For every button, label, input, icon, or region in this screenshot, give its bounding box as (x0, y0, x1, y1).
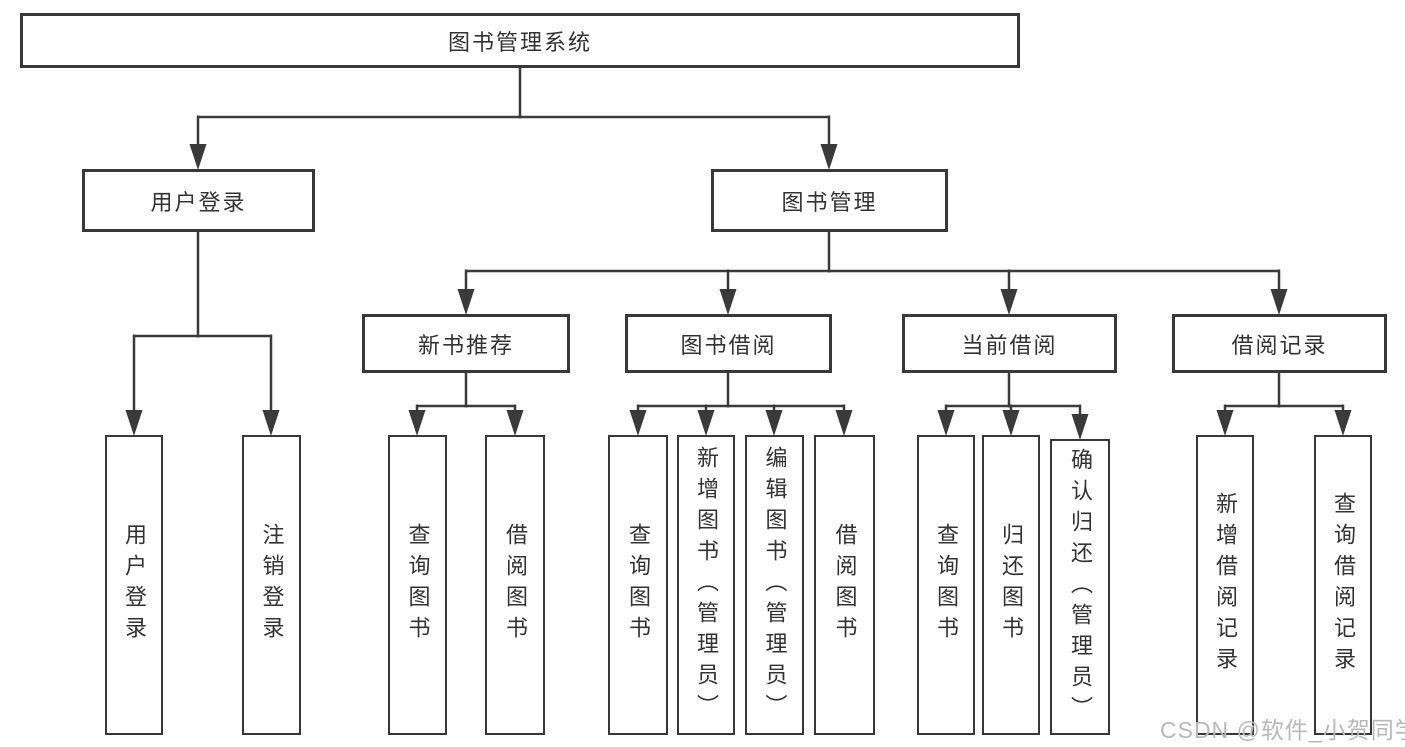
arrowhead-down-icon (835, 410, 853, 436)
leaf-logout: 注销登录 (242, 435, 301, 735)
arrowhead-down-icon (1002, 410, 1020, 436)
arrowhead-down-icon (937, 410, 955, 436)
leaf-recommend-borrow-books: 借阅图书 (485, 435, 545, 735)
arrowhead-down-icon (125, 410, 143, 436)
node-user-login: 用户登录 (82, 169, 315, 232)
arrowhead-down-icon (1216, 410, 1234, 436)
arrowhead-down-icon (262, 410, 280, 436)
arrowhead-down-icon (629, 410, 647, 436)
arrowhead-down-icon (719, 289, 737, 315)
leaf-borrow-edit-books-admin: 编辑图书（管理员） (745, 435, 804, 735)
leaf-current-return-books: 归还图书 (982, 435, 1040, 735)
arrowhead-down-icon (506, 410, 524, 436)
node-new-book-recommend: 新书推荐 (362, 314, 570, 373)
arrowhead-down-icon (1000, 289, 1018, 315)
node-current-borrow: 当前借阅 (902, 314, 1117, 373)
arrowhead-down-icon (189, 144, 207, 170)
csdn-watermark: CSDN @软件_小贺同学 (1160, 717, 1405, 743)
arrowhead-down-icon (820, 144, 838, 170)
node-book-management: 图书管理 (711, 169, 948, 232)
arrowhead-down-icon (1071, 414, 1089, 440)
leaf-current-confirm-return-admin: 确认归还（管理员） (1050, 439, 1110, 735)
node-book-borrow: 图书借阅 (625, 314, 832, 373)
leaf-records-add: 新增借阅记录 (1196, 435, 1254, 735)
node-library-system-root: 图书管理系统 (20, 13, 1020, 68)
leaf-user-login: 用户登录 (105, 435, 163, 735)
leaf-borrow-query-books: 查询图书 (608, 435, 668, 735)
leaf-current-query-books: 查询图书 (917, 435, 975, 735)
leaf-borrow-lend-books: 借阅图书 (814, 435, 875, 735)
leaf-records-query: 查询借阅记录 (1314, 435, 1372, 735)
node-borrow-records: 借阅记录 (1172, 314, 1387, 373)
arrowhead-down-icon (697, 410, 715, 436)
arrowhead-down-icon (765, 410, 783, 436)
leaf-recommend-query-books: 查询图书 (388, 435, 447, 735)
arrowhead-down-icon (408, 410, 426, 436)
arrowhead-down-icon (1270, 289, 1288, 315)
arrowhead-down-icon (457, 289, 475, 315)
leaf-borrow-add-books-admin: 新增图书（管理员） (677, 435, 735, 735)
arrowhead-down-icon (1334, 410, 1352, 436)
